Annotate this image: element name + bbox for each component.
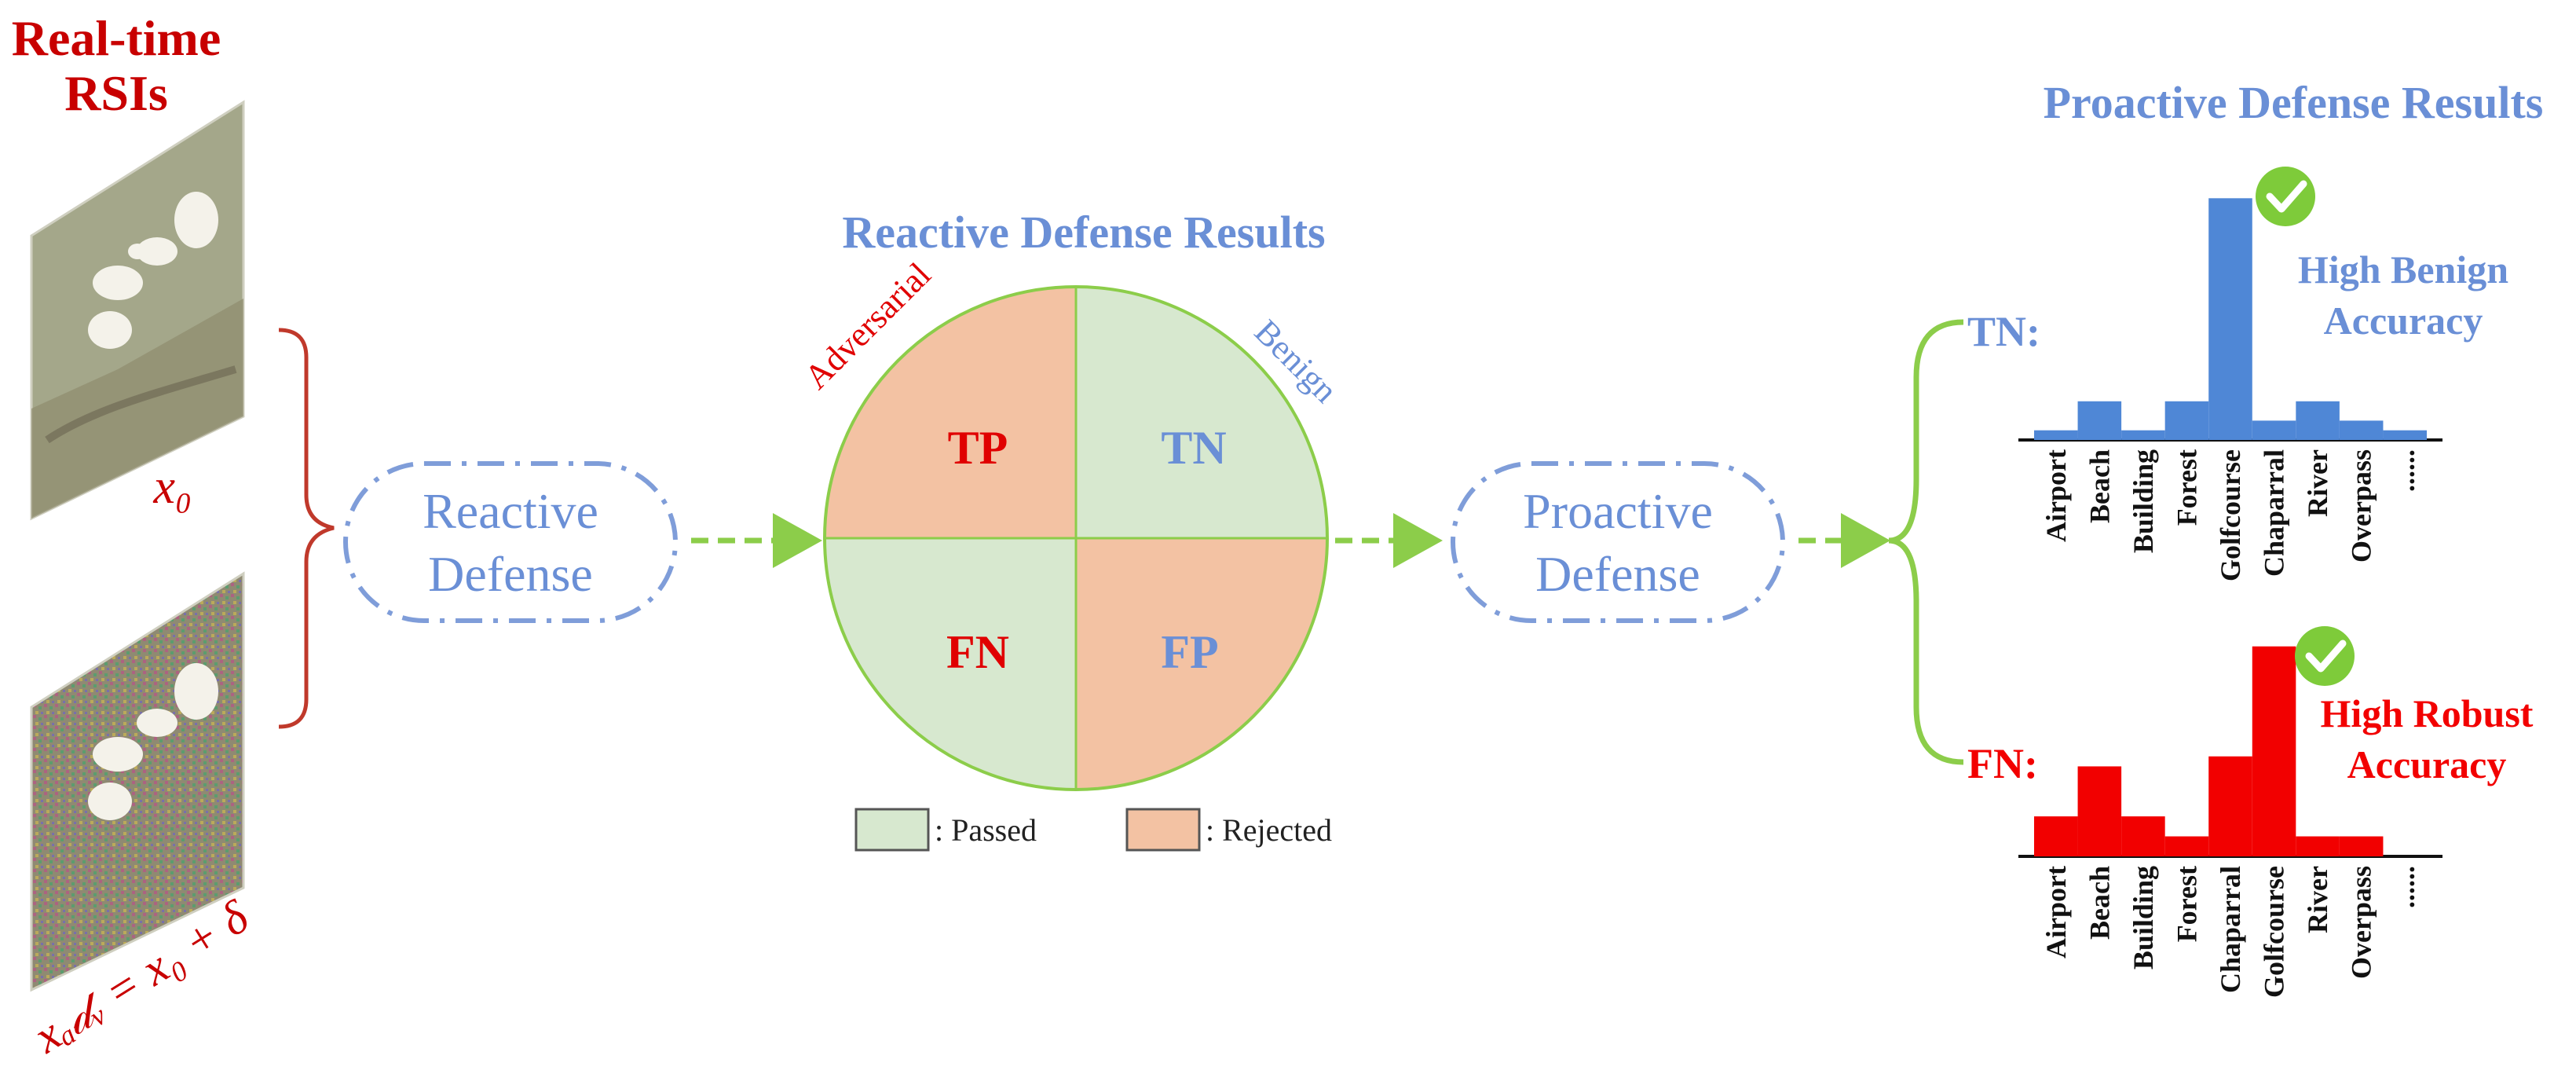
tn-bar-chart: Airport Beach Building Forest Golfcourse Chap… xyxy=(2018,198,2442,581)
fn-chart-bar-7 xyxy=(2339,836,2384,856)
fn-chart-bar-6 xyxy=(2296,836,2340,856)
input-title-line2: RSIs xyxy=(64,65,168,121)
tn-chart-tick-label-2: Building xyxy=(2128,449,2159,553)
tn-chart-tick-label-1: Beach xyxy=(2084,449,2115,523)
fn-note-line1: High Robust xyxy=(2321,691,2534,735)
fn-check-icon xyxy=(2295,626,2355,686)
fn-chart-bar-2 xyxy=(2121,816,2165,856)
fn-chart-tick-label-2: Building xyxy=(2128,866,2159,970)
proactive-defense-line1: Proactive xyxy=(1523,483,1713,539)
tn-chart-tick-label-0: Airport xyxy=(2040,449,2072,542)
reactive-defense-line1: Reactive xyxy=(423,483,598,539)
tn-chart-tick-label-7: Overpass xyxy=(2346,449,2377,563)
confusion-circle xyxy=(823,285,1329,791)
reactive-results-title: Reactive Defense Results xyxy=(842,207,1325,258)
legend-rejected-label: : Rejected xyxy=(1206,812,1332,848)
fn-note-line2: Accuracy xyxy=(2347,742,2507,786)
tn-check-icon xyxy=(2256,167,2315,226)
legend-passed-swatch xyxy=(854,808,930,852)
tn-chart-bar-7 xyxy=(2339,420,2384,440)
legend-rejected-swatch xyxy=(1125,808,1201,852)
tn-note-line1: High Benign xyxy=(2298,247,2508,291)
tn-chart-tick-label-3: Forest xyxy=(2171,449,2202,526)
clean-rsi-image xyxy=(30,100,245,521)
input-brace xyxy=(278,328,335,729)
adversarial-rsi-image xyxy=(30,571,245,992)
fn-chart-bar-4 xyxy=(2208,756,2252,856)
tn-chart-bar-0 xyxy=(2034,430,2078,440)
quadrant-fn xyxy=(825,538,1076,790)
tn-branch-label: TN: xyxy=(1967,308,2040,355)
quadrant-fp xyxy=(1076,538,1327,790)
fn-chart-bar-1 xyxy=(2077,766,2122,856)
tn-chart-bar-5 xyxy=(2252,420,2296,440)
proactive-defense-line2: Defense xyxy=(1535,546,1700,602)
tn-chart-tick-label-6: River xyxy=(2302,449,2333,517)
label-fp: FP xyxy=(1161,626,1218,678)
fn-chart-tick-label-1: Beach xyxy=(2084,866,2115,940)
tn-chart-tick-label-8: ...... xyxy=(2389,449,2420,492)
tn-chart-bar-3 xyxy=(2164,401,2209,440)
proactive-results-title: Proactive Defense Results xyxy=(2044,77,2544,128)
label-fn: FN xyxy=(946,626,1009,678)
clean-image-label: x₀ xyxy=(152,460,192,514)
quadrant-tp xyxy=(825,287,1076,538)
reactive-defense-line2: Defense xyxy=(428,546,593,602)
reactive-defense-node xyxy=(343,461,678,623)
tn-chart-bar-2 xyxy=(2121,430,2165,440)
tn-note-line2: Accuracy xyxy=(2324,299,2483,343)
fn-chart-bar-0 xyxy=(2034,816,2078,856)
label-tp: TP xyxy=(948,422,1008,474)
fn-chart-tick-label-0: Airport xyxy=(2040,866,2072,959)
fn-chart-tick-label-6: River xyxy=(2302,866,2333,933)
quadrant-tn xyxy=(1076,287,1327,538)
fn-chart-tick-label-3: Forest xyxy=(2171,866,2202,942)
tn-chart-tick-label-5: Chaparral xyxy=(2259,449,2290,577)
tn-chart-tick-label-4: Golfcourse xyxy=(2215,449,2246,581)
split-brace xyxy=(1888,319,1964,765)
tn-chart-bar-1 xyxy=(2077,401,2122,440)
tn-chart-bar-8 xyxy=(2383,430,2427,440)
fn-chart-tick-label-4: Chaparral xyxy=(2215,866,2246,993)
fn-chart-bar-3 xyxy=(2164,836,2209,856)
tn-chart-bar-6 xyxy=(2296,401,2340,440)
legend-passed-label: : Passed xyxy=(935,812,1037,848)
tn-chart-bar-4 xyxy=(2208,198,2252,441)
fn-chart-tick-label-8: ...... xyxy=(2389,866,2420,908)
fn-chart-bar-5 xyxy=(2252,646,2296,856)
fn-chart-tick-label-5: Golfcourse xyxy=(2259,866,2290,998)
fn-branch-label: FN: xyxy=(1967,740,2038,787)
fn-bar-chart: Airport Beach Building Forest Chaparral Golfc… xyxy=(2018,646,2442,998)
fn-chart-tick-label-7: Overpass xyxy=(2346,866,2377,979)
label-tn: TN xyxy=(1161,422,1226,474)
proactive-defense-node xyxy=(1451,461,1785,623)
input-title-line1: Real-time xyxy=(12,10,221,66)
